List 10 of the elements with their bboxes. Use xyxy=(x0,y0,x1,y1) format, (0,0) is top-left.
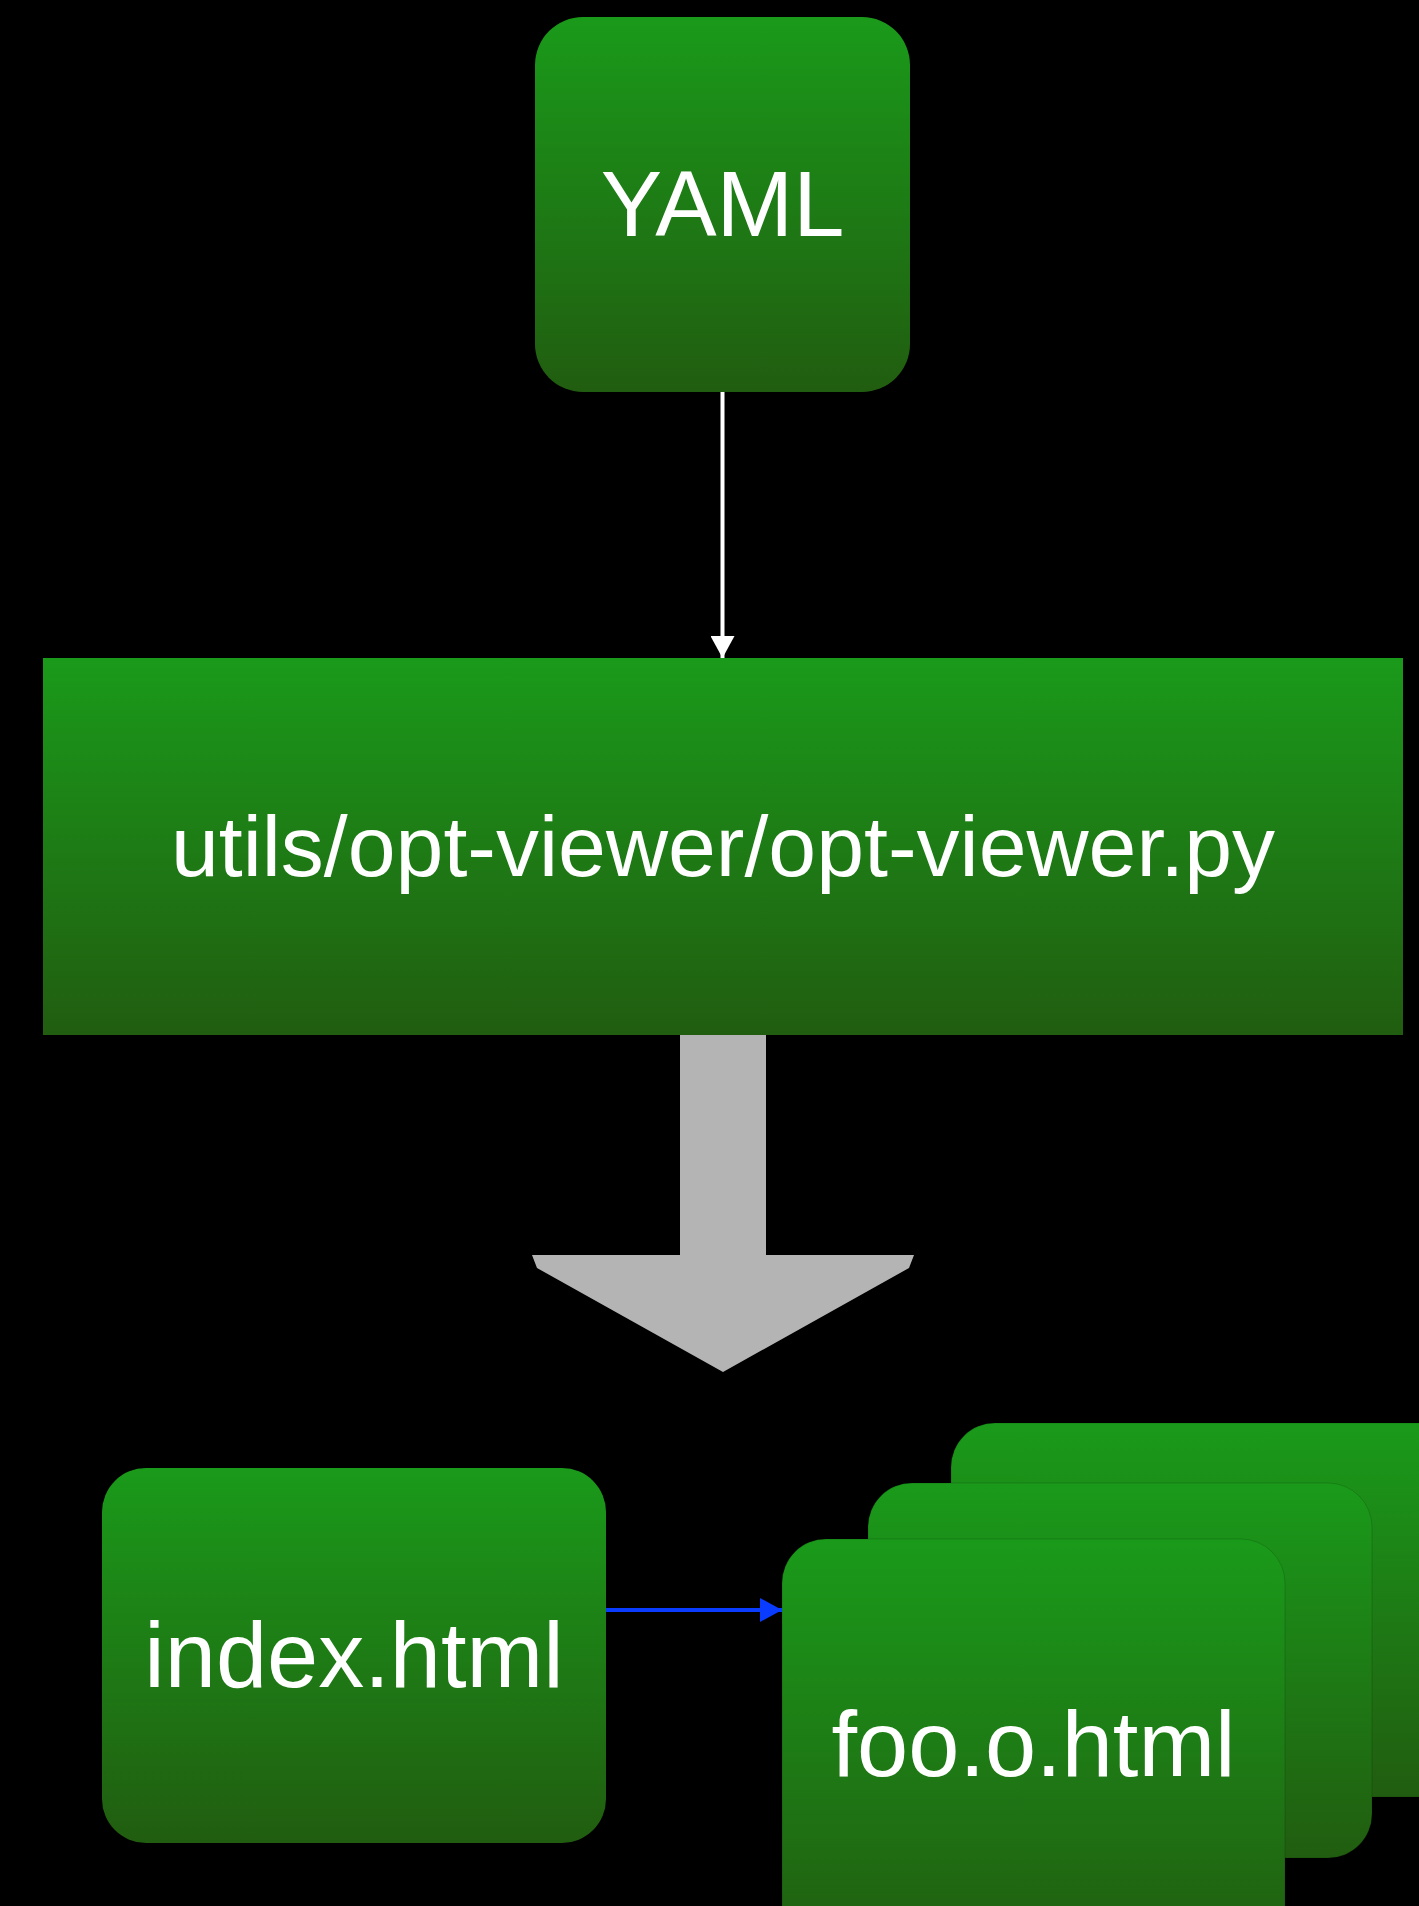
arrow xyxy=(710,392,735,658)
node-label: utils/opt-viewer/opt-viewer.py xyxy=(170,799,1276,894)
arrow xyxy=(606,1598,782,1622)
stacked-cards xyxy=(782,1423,1419,1906)
process-box xyxy=(102,1468,606,1843)
node-label: index.html xyxy=(144,1604,564,1707)
node-label: YAML xyxy=(600,153,845,256)
node-label: foo.o.html xyxy=(831,1693,1236,1796)
process-box xyxy=(535,17,910,392)
process-box xyxy=(43,658,1403,1035)
